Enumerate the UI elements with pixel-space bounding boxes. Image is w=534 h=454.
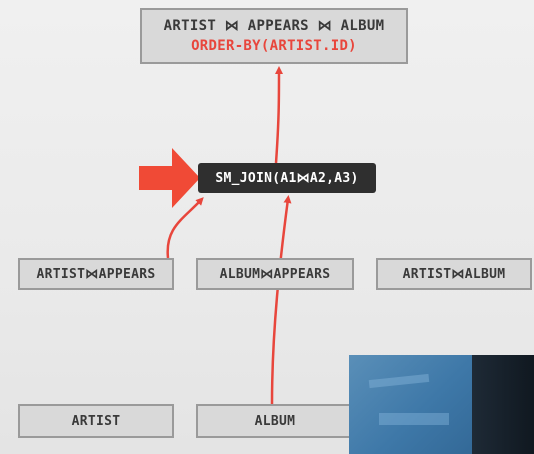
root-result-node: ARTIST ⋈ APPEARS ⋈ ALBUM ORDER-BY(ARTIST… [140,8,408,64]
node-artist-album: ARTIST⋈ALBUM [376,258,532,290]
webcam-highlight [368,373,430,389]
arrow-album-to-sm-join [270,195,292,405]
root-join-label: ARTIST ⋈ APPEARS ⋈ ALBUM [163,18,385,34]
node-album: ALBUM [196,404,354,438]
arrow-artist-appears-to-sm-join [166,197,204,259]
webcam-highlight [379,413,449,425]
node-artist-appears: ARTIST⋈APPEARS [18,258,174,290]
root-order-by-label: ORDER-BY(ARTIST.ID) [191,38,357,54]
sm-join-operator: SM_JOIN(A1⋈A2,A3) [198,163,376,193]
node-album-appears: ALBUM⋈APPEARS [196,258,354,290]
pointer-arrow-icon [139,148,200,208]
node-artist: ARTIST [18,404,174,438]
webcam-shadow [472,355,534,454]
webcam-overlay [349,355,534,454]
arrow-sm-join-to-root [274,66,283,164]
